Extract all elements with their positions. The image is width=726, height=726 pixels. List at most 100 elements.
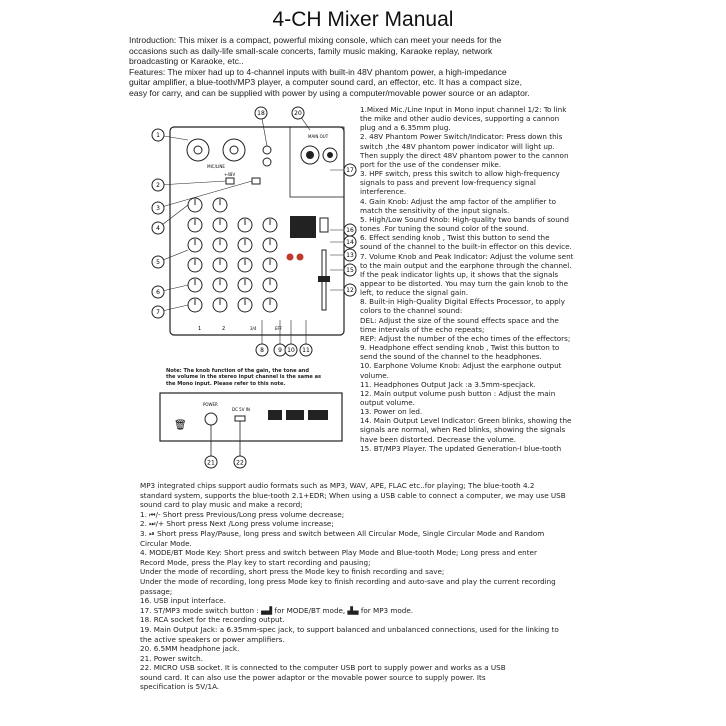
callout-label: 4 [156,225,160,232]
callout-20 [291,106,305,120]
mic-line-label: MIC/LINE [207,164,225,169]
callout-3 [151,201,165,215]
callout-12 [343,283,357,297]
legend-line: appear to be distorted. You may turn the… [360,278,569,288]
bottom-line: specification is 5V/1A. [140,682,220,692]
legend-line: plug and a 6.35mm plug. [360,123,451,133]
bottom-line: Under the mode of recording, short press… [140,567,445,577]
callout-21 [204,455,218,469]
note-line: Note: The knob function of the gain, the… [166,368,310,374]
legend-line: volume. [360,370,389,380]
callout-label: 14 [346,239,354,246]
bottom-line: 18. RCA socket for the recording output. [140,615,285,625]
legend-line: DEL: Adjust the size of the sound effect… [360,315,559,325]
knob [262,237,278,253]
knob [262,257,278,273]
intro-line: easy for carry, and can be supplied with… [129,87,530,98]
callout-5 [151,255,165,269]
fader-cap [318,276,330,282]
intro-section: Introduction: This mixer is a compact, p… [129,35,569,99]
recycle-bin-icon: 🗑 [174,419,187,431]
legend-line: to the main output and the earphone thro… [360,260,572,270]
legend-line: 9. Headphone effect sending knob , Twist… [360,343,560,353]
legend-line: have been distorted. Decrease the volume… [360,434,516,444]
knob [187,217,203,233]
legend-line: 11. Headphones Output Jack :a 3.5mm-spec… [360,379,536,389]
legend-line: the mike and other audio devices, suppor… [360,114,560,124]
warning-label-3 [308,410,328,420]
legend-line: interference. [360,187,407,197]
callout-22 [233,455,247,469]
knob [262,217,278,233]
legend-line: 13. Power on led. [360,407,423,417]
callout-10 [284,343,298,357]
bottom-line: 3. ⏯ Short press Play/Pause, long press … [140,528,545,538]
note-line: the Mono input. Please refer to this not… [166,380,286,387]
phantom-label: +48V [224,172,235,177]
bottom-text: MP3 integrated chips support audio forma… [140,481,588,692]
bottom-line: sound card to play music and make a reco… [140,500,303,510]
knob [212,277,228,293]
xlr-input-2 [222,138,246,162]
legend-line: send the sound of the channel to the hea… [360,352,542,362]
knob-grid [187,197,278,313]
legend-line: 4. Gain Knob: Adjust the amp factor of t… [360,196,556,206]
callout-7 [151,305,165,319]
master-section [289,126,345,198]
legend-line: sound of the channel to the built-in eff… [360,242,572,252]
bottom-line: 4. MODE/BT Mode Key: Short press and swi… [140,548,537,558]
power-led [286,253,294,261]
legend-line: time intervals of the echo repeats; [360,324,485,334]
bottom-line: MP3 integrated chips support audio forma… [140,481,535,490]
callout-17 [343,163,357,177]
note: Note: The knob function of the gain, the… [166,368,344,387]
svg-text:22: 22 [236,460,244,467]
xlr-input-1 [186,138,210,162]
legend-line: port for the use of the condenser mike. [360,159,502,169]
knob [212,257,228,273]
svg-text:21: 21 [207,460,215,467]
legend-line: signals are normal, when Red blinks, sho… [360,425,566,435]
ch34-label: 3/4 [250,326,257,331]
bottom-line: Circular Mode. [140,538,192,548]
callout-2 [151,178,165,192]
knob [212,217,228,233]
rear-panel-diagram: 🗑 POWER DC 5V IN 21 22 [159,392,343,469]
knob [237,297,253,313]
legend-line: 7. Volume Knob and Peak Indicator: Adjus… [360,251,574,261]
bottom-line: 20. 6.5MM headphone jack. [140,644,240,654]
phones-jack [322,147,338,163]
callout-label: 13 [346,252,354,259]
bottom-line: 17. ST/MP3 mode switch button : ▄▟ for M… [140,605,414,615]
usb-port [319,217,329,233]
callout-label: 10 [287,347,295,354]
warning-label-1 [268,410,282,420]
warning-label-2 [286,410,304,420]
intro-line: Introduction: This mixer is a compact, p… [129,35,502,45]
callout-label: 9 [278,347,282,354]
bottom-line: 2. ⏭/+ Short press Next /Long press volu… [140,519,334,529]
legend-line: 14. Main Output Level Indicator: Green b… [360,416,572,426]
legend-line: 15. BT/MP3 Player. The updated Generatio… [360,443,562,453]
bottom-line: 21. Power switch. [140,653,203,663]
power-label: POWER [203,402,218,407]
intro-line: guitar amplifier, a blue-tooth/MP3 playe… [129,77,522,88]
legend-line: Then supply the direct 48V phantom power… [360,150,569,160]
legend-line: 3. HPF switch, press this switch to allo… [360,169,560,179]
knob [262,277,278,293]
knob [187,257,203,273]
bottom-line: Under the mode of recording, long press … [140,576,556,586]
knob [262,297,278,313]
legend-line: 5. High/Low Sound Knob: High-quality two… [360,214,569,224]
legend-line: 1.Mixed Mic./Line Input in Mono input ch… [360,105,567,114]
ch2-label: 2 [222,326,225,332]
legend-line: switch ,the 48V phantom power indicator … [360,141,555,151]
bottom-line: sound card. It can also use the power ad… [140,672,486,682]
knob [212,297,228,313]
intro-line: occasions such as daily-life small-scale… [129,45,493,56]
callout-label: 18 [257,110,265,117]
callout-18 [254,106,268,120]
bottom-line: 19. Main Output Jack: a 6.35mm-spec jack… [140,624,559,634]
callout-label: 17 [346,167,354,174]
